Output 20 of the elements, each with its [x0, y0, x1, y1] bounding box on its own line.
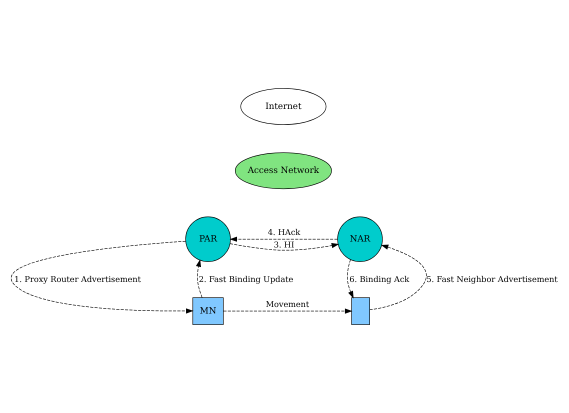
edge-label: 3. HI [274, 240, 294, 250]
node-ellipse: Access Network [234, 152, 332, 190]
edge-label: 6. Binding Ack [349, 274, 410, 284]
arrow [223, 308, 352, 314]
node-box: MN [192, 297, 224, 325]
edge-label: 4. HAck [268, 227, 300, 238]
arrow [230, 236, 338, 242]
arrow [347, 259, 354, 299]
arrow [10, 240, 194, 314]
node-circle: NAR [337, 216, 383, 262]
node-box [351, 297, 370, 325]
edge-label: 5. Fast Neighbor Advertisement [426, 274, 558, 284]
node-ellipse: Internet [240, 88, 326, 125]
arrow [196, 259, 202, 298]
edge-label: Movement [266, 299, 310, 310]
node-circle: PAR [185, 216, 231, 262]
arrow [369, 244, 427, 310]
edge-label: 2. Fast Binding Update [198, 274, 294, 284]
arrow [230, 242, 340, 251]
edge-label: 1. Proxy Router Advertisement [14, 274, 141, 284]
